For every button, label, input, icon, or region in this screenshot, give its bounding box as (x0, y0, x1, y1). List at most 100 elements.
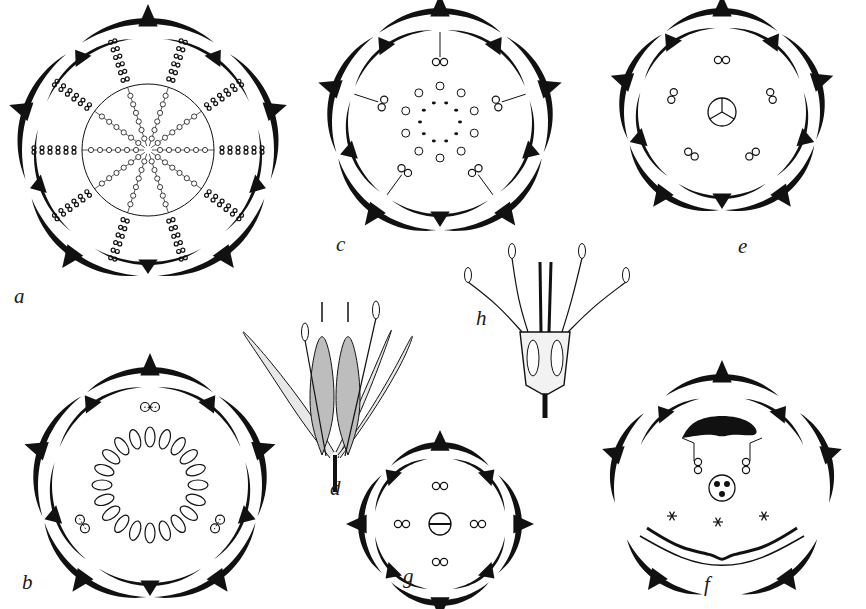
midrib-keel (340, 140, 358, 158)
anther-symbol (111, 248, 115, 252)
ovule (719, 491, 725, 497)
ovule (128, 202, 133, 207)
carpel (178, 447, 200, 467)
anther-symbol (56, 146, 60, 150)
anther-symbol (109, 40, 113, 44)
staminode-asterisk (670, 512, 675, 521)
filament-line (478, 175, 493, 195)
ovule (139, 127, 144, 132)
carpel (127, 428, 143, 450)
anther-symbol (113, 257, 117, 261)
style (321, 302, 323, 322)
anther-symbol (432, 58, 439, 65)
carpel (100, 503, 122, 523)
carpel (145, 427, 155, 447)
filament-line (387, 175, 402, 195)
anther-symbol (691, 153, 698, 160)
midrib-keel (776, 568, 796, 590)
anther-symbol (111, 48, 115, 52)
midrib-keel (72, 568, 93, 592)
perianth-segment (447, 30, 525, 87)
perianth-segment (375, 459, 428, 512)
ovule (177, 124, 182, 129)
midrib-keel (140, 353, 159, 375)
anther-symbol (120, 234, 124, 238)
midrib-keel (430, 211, 449, 227)
figure-letter: g (403, 566, 414, 587)
anther (465, 268, 472, 283)
ovule (155, 154, 160, 159)
ovule (128, 93, 133, 98)
anther-symbol (172, 62, 176, 66)
anther-symbol (114, 241, 118, 245)
anther-symbol (169, 69, 173, 73)
midrib-keel (30, 175, 47, 193)
carpel (157, 520, 173, 542)
perianth-segment (729, 28, 800, 80)
midrib-keel (819, 446, 841, 464)
ovule (121, 165, 126, 170)
connective-line (80, 518, 86, 529)
carpel (188, 480, 208, 490)
anther-symbol (176, 63, 180, 67)
anther-symbol (252, 146, 256, 150)
midrib-keel (62, 244, 83, 268)
midrib-keel (494, 202, 515, 226)
carpel (402, 107, 410, 115)
anther-symbol (179, 39, 183, 43)
midrib-keel (24, 442, 48, 460)
figure-letter: a (14, 286, 25, 307)
anther-symbol (172, 234, 176, 238)
perianth-segment (47, 39, 134, 102)
anther-symbol (694, 458, 701, 465)
ovule (184, 176, 189, 181)
carpel (436, 82, 444, 90)
anther-symbol (55, 79, 59, 83)
perianth-segment (153, 523, 255, 598)
anther-symbol (48, 146, 52, 150)
midrib-keel (712, 193, 731, 209)
anther-symbol (173, 225, 177, 229)
gland-dot (422, 109, 426, 112)
septum (149, 154, 168, 213)
anther-symbol (440, 482, 447, 489)
midrib-keel (478, 562, 494, 578)
midrib-keel (537, 80, 561, 98)
connective-line (214, 518, 220, 529)
perianth-segment (45, 523, 147, 598)
midrib-keel (378, 37, 395, 55)
gland-dot (444, 140, 448, 143)
figure-letter: c (336, 234, 345, 255)
carpel (112, 435, 132, 457)
ovule (162, 135, 167, 140)
anther-symbol (62, 84, 66, 88)
anther (509, 244, 516, 259)
ovule (99, 114, 104, 119)
ovule (133, 184, 138, 189)
anther-symbol (227, 92, 231, 96)
ovule (157, 184, 162, 189)
anther-symbol (115, 47, 119, 51)
midrib-keel (85, 395, 102, 413)
anther-symbol (118, 242, 122, 246)
anther-symbol (478, 520, 485, 527)
filament-line (750, 438, 762, 461)
anther-symbol (52, 213, 56, 217)
ovule (133, 110, 138, 115)
anther-symbol (670, 89, 677, 96)
septum (128, 87, 147, 146)
anther-symbol (228, 146, 232, 150)
midrib-keel (653, 184, 673, 207)
midrib-keel (205, 50, 221, 67)
staminode-asterisk (762, 512, 767, 521)
anther-symbol (236, 150, 240, 154)
ovule (157, 110, 162, 115)
anther-symbol (746, 153, 753, 160)
midrib-keel (386, 470, 402, 486)
midrib-keel (213, 244, 234, 268)
anther-symbol (440, 58, 447, 65)
anther-symbol (75, 93, 79, 97)
midrib-keel (251, 442, 275, 460)
ovule (714, 481, 720, 487)
ovule (160, 193, 165, 198)
